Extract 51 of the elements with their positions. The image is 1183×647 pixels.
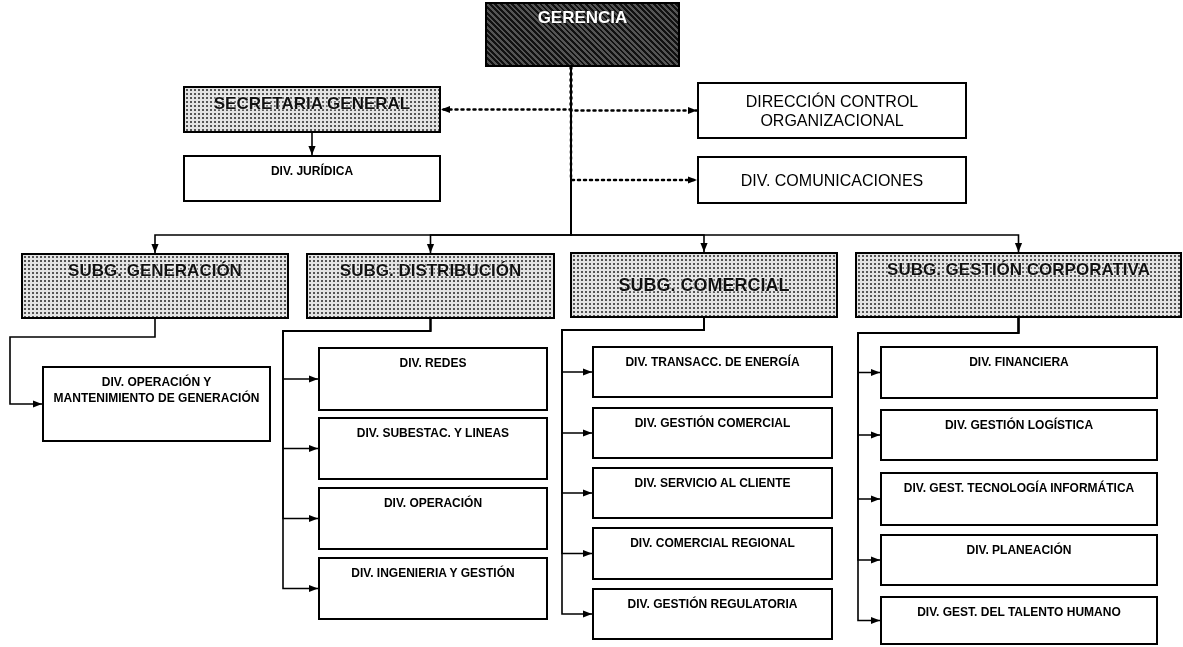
unit-name: SUBG. GESTIÓN CORPORATIVA [887, 260, 1150, 280]
department-box [570, 252, 838, 318]
unit-name: SECRETARIA GENERAL [213, 94, 411, 114]
department-box [183, 86, 441, 133]
arrow [9, 318, 156, 408]
division-box [318, 487, 548, 550]
unit-name: DIV. SERVICIO AL CLIENTE [634, 475, 791, 491]
unit-name: DIV. PLANEACIÓN [966, 542, 1072, 558]
division-box [318, 417, 548, 480]
unit-name: DIV. GESTIÓN LOGÍSTICA [944, 417, 1094, 433]
unit-name: DIRECCIÓN CONTROL ORGANIZACIONAL [744, 91, 920, 130]
division-box [318, 347, 548, 411]
division-box [592, 407, 833, 459]
arrow [282, 318, 432, 593]
division-box [880, 346, 1158, 399]
unit-name: SUBG. COMERCIAL [618, 274, 790, 296]
arrow [857, 317, 1020, 625]
unit-name: DIV. FINANCIERA [969, 354, 1069, 370]
division-box [880, 534, 1158, 586]
unit-name: GERENCIA [537, 8, 628, 28]
unit-name: DIV. GESTIÓN REGULATORIA [627, 596, 798, 612]
unit-name: DIV. COMUNICACIONES [740, 170, 924, 190]
unit-name: DIV. JURÍDICA [270, 163, 354, 179]
unit-name: DIV. GEST. TECNOLOGÍA INFORMÁTICA [903, 480, 1135, 496]
arrow [308, 132, 316, 156]
department-box [306, 253, 555, 319]
manager-box [485, 2, 680, 67]
unit-name: DIV. GEST. DEL TALENTO HUMANO [917, 604, 1121, 620]
department-box [21, 253, 289, 319]
unit-name: DIV. OPERACIÓN Y MANTENIMIENTO DE GENERACIÓN [52, 374, 261, 406]
unit-name: SUBG. GENERACIÓN [68, 261, 242, 281]
unit-name: DIV. COMERCIAL REGIONAL [630, 535, 795, 551]
unit-name: DIV. INGENIERIA Y GESTIÓN [351, 565, 515, 581]
unit-name: DIV. OPERACIÓN [383, 495, 483, 511]
division-box [592, 467, 833, 519]
division-box [880, 409, 1158, 461]
department-box [697, 156, 967, 204]
department-box [855, 252, 1182, 318]
division-box [592, 346, 833, 398]
unit-name: DIV. REDES [399, 355, 467, 371]
division-box [592, 527, 833, 580]
division-box [592, 588, 833, 640]
division-box [318, 557, 548, 620]
division-box [42, 366, 271, 442]
department-box [697, 82, 967, 139]
unit-name: SUBG. DISTRIBUCIÓN [339, 261, 522, 281]
unit-name: DIV. GESTIÓN COMERCIAL [634, 415, 791, 431]
unit-name: DIV. SUBESTAC. Y LINEAS [356, 425, 510, 441]
division-box [183, 155, 441, 202]
division-box [880, 596, 1158, 645]
unit-name: DIV. TRANSACC. DE ENERGÍA [625, 354, 800, 370]
